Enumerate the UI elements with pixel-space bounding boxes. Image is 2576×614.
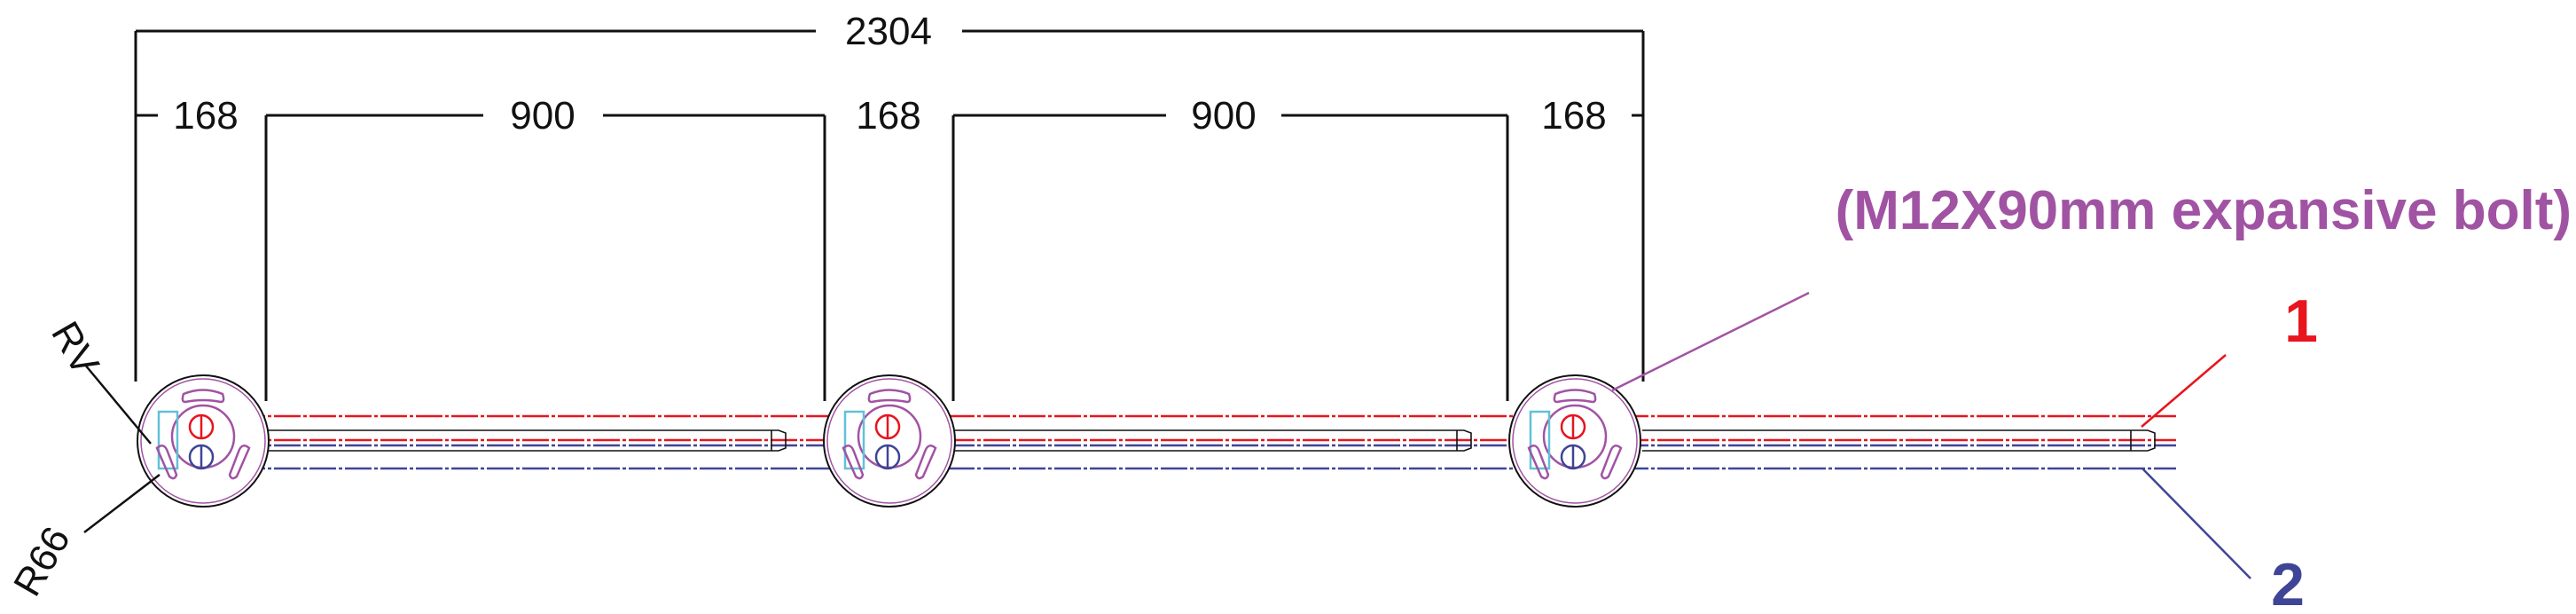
bolt-label: (M12X90mm expansive bolt) [1836, 180, 2572, 241]
dim-168-right: 168 [1541, 94, 1606, 138]
overall-dimension [134, 29, 1645, 382]
dim-900-right: 900 [1191, 94, 1256, 138]
callout-1: 1 [2284, 287, 2318, 355]
wall-box-2 [822, 374, 957, 508]
dim-900-left: 900 [510, 94, 575, 138]
dim-168-left: 168 [173, 94, 238, 138]
callout-2: 2 [2271, 551, 2305, 614]
rv-label: RV [43, 314, 107, 382]
dim-168-middle: 168 [856, 94, 920, 138]
pipe-lines [203, 414, 2176, 470]
r66-label: R66 [5, 520, 79, 603]
wall-box-3 [1507, 374, 1642, 508]
leader-lines [83, 291, 2251, 579]
overall-dimension-label: 2304 [845, 10, 932, 53]
segment-dimensions [136, 114, 1643, 401]
wall-box-1 [136, 374, 270, 508]
